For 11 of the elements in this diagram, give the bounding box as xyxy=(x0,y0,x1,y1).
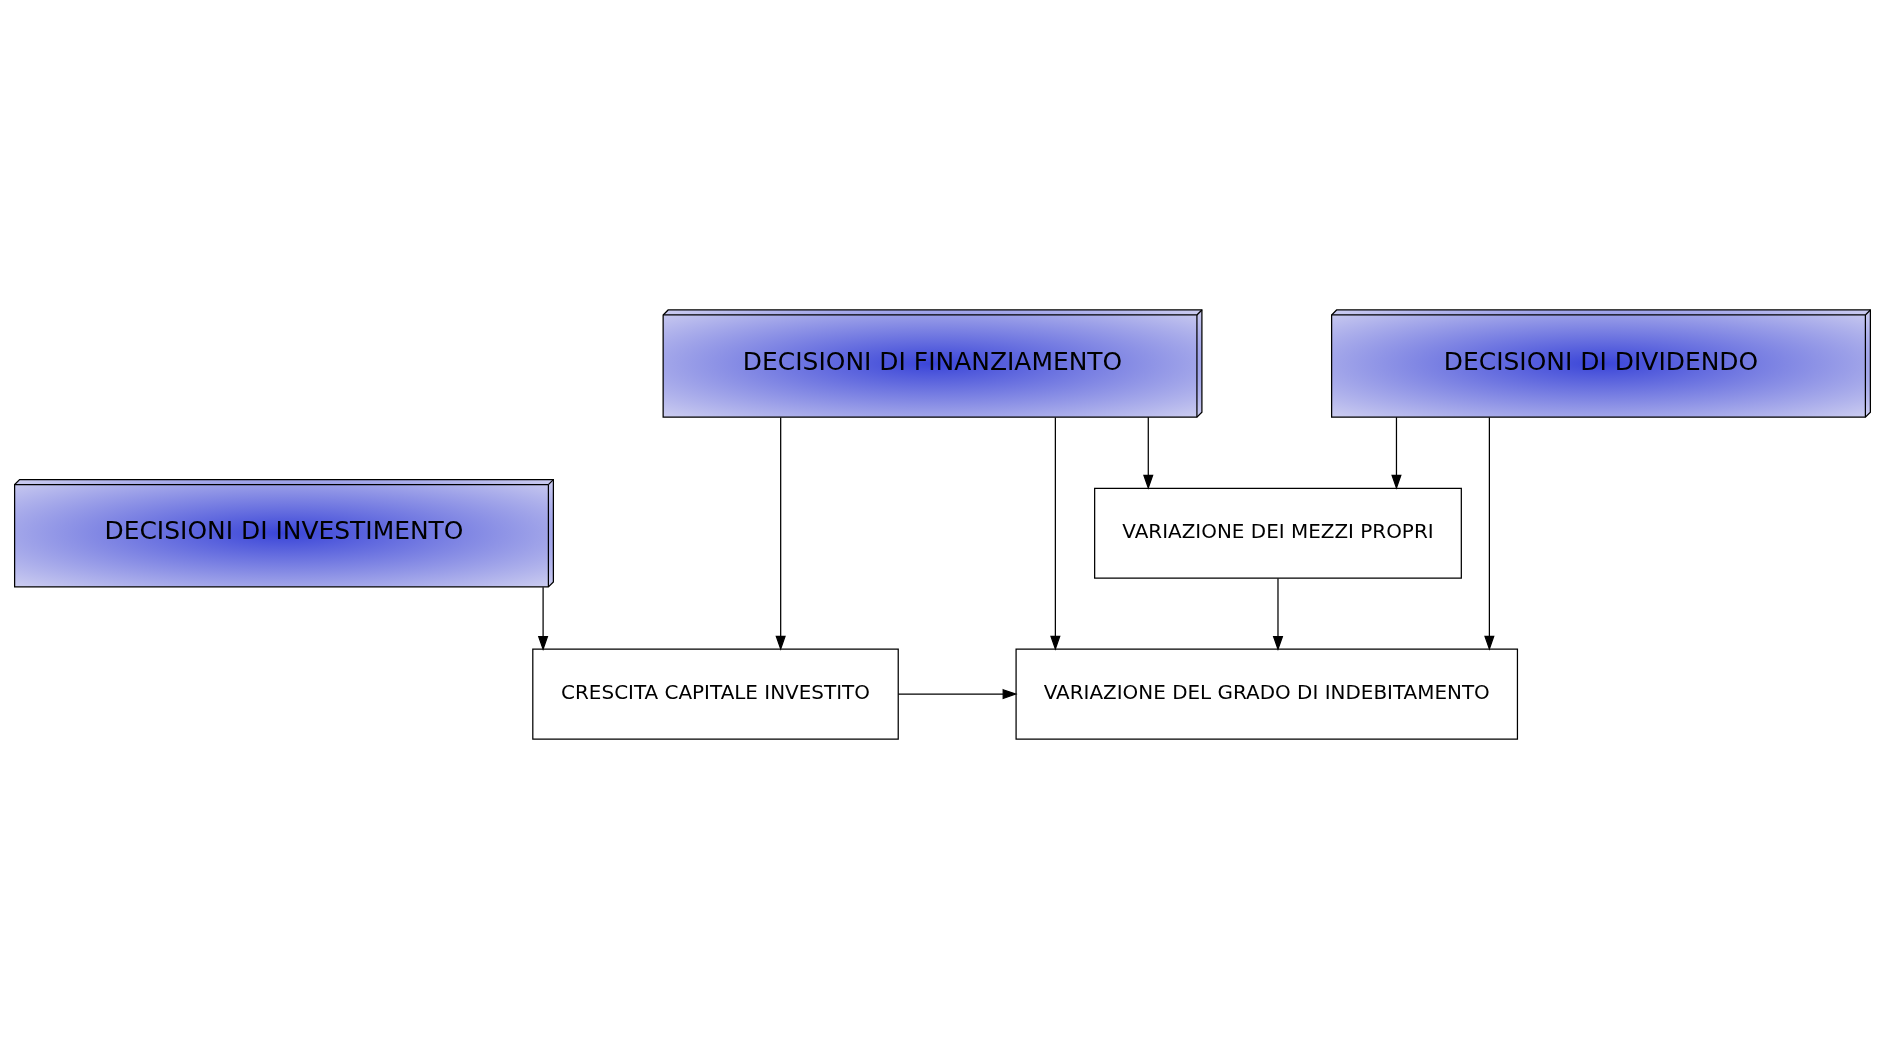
arrow xyxy=(1143,416,1154,490)
arrow xyxy=(1272,577,1284,651)
node-box: VARIAZIONE DEI MEZZI PROPRI xyxy=(1094,487,1462,579)
node-box: VARIAZIONE DEL GRADO DI INDEBITAMENTO xyxy=(1015,648,1519,740)
arrow xyxy=(1391,416,1402,490)
arrow xyxy=(1484,416,1495,651)
arrow xyxy=(775,416,786,651)
arrow xyxy=(537,586,549,651)
arrow xyxy=(1050,416,1061,651)
node-box: CRESCITA CAPITALE INVESTITO xyxy=(532,648,899,740)
arrow xyxy=(897,688,1018,699)
